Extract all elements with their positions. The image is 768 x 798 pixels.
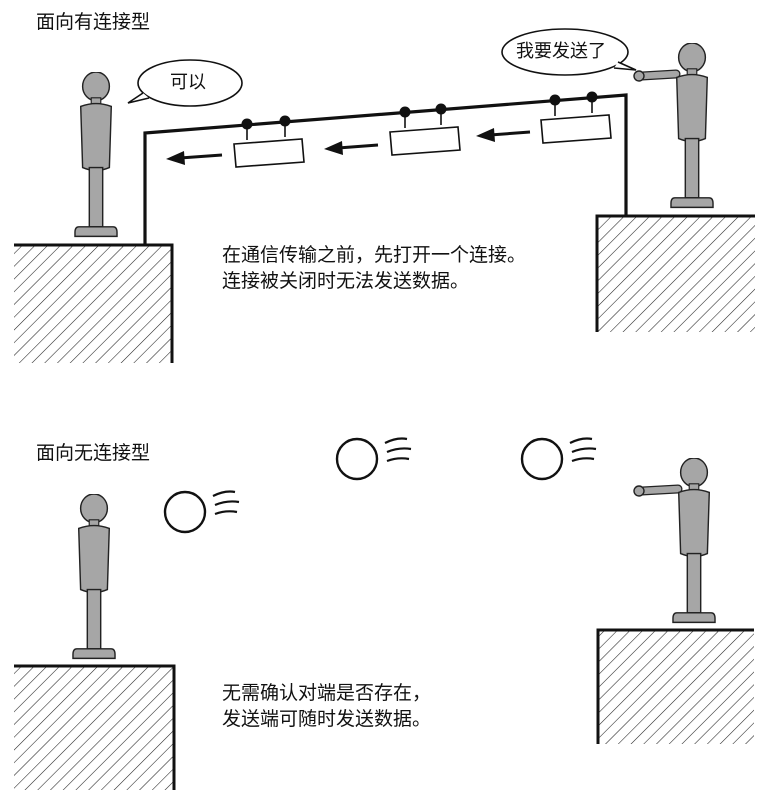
- caption-connection-oriented-line1: 在通信传输之前，先打开一个连接。: [222, 244, 527, 266]
- receiver-person-top: [74, 72, 118, 238]
- packet-group-1: [233, 115, 305, 168]
- right-cliff-bottom: [596, 628, 754, 744]
- data-ball-2: [335, 437, 413, 481]
- right-cliff-top: [595, 214, 755, 332]
- caption-connection-oriented-line2: 连接被关闭时无法发送数据。: [222, 270, 470, 292]
- data-ball-1: [163, 490, 241, 534]
- packet-group-3: [540, 91, 612, 144]
- title-connectionless: 面向无连接型: [36, 442, 151, 464]
- left-cliff-bottom: [14, 664, 176, 790]
- left-cliff-top: [14, 243, 174, 363]
- data-ball-3: [520, 437, 598, 481]
- arrow-left-2: [324, 141, 379, 155]
- packet-group-2: [389, 103, 461, 156]
- receiver-person-bottom: [72, 494, 116, 660]
- receiver-bubble-text: 可以: [170, 72, 206, 93]
- caption-connectionless-line1: 无需确认对端是否存在，: [222, 682, 432, 704]
- title-connection-oriented: 面向有连接型: [36, 11, 151, 33]
- caption-connectionless-line2: 发送端可随时发送数据。: [222, 708, 432, 730]
- sender-person-bottom: [633, 458, 716, 624]
- arrow-left-1: [166, 151, 223, 165]
- sender-person-top: [633, 43, 714, 209]
- receiver-speech-bubble: [127, 59, 243, 107]
- sender-bubble-text: 我要发送了: [516, 41, 606, 62]
- arrow-left-3: [476, 128, 531, 142]
- sender-speech-bubble: [501, 28, 637, 76]
- connection-line: [143, 93, 628, 245]
